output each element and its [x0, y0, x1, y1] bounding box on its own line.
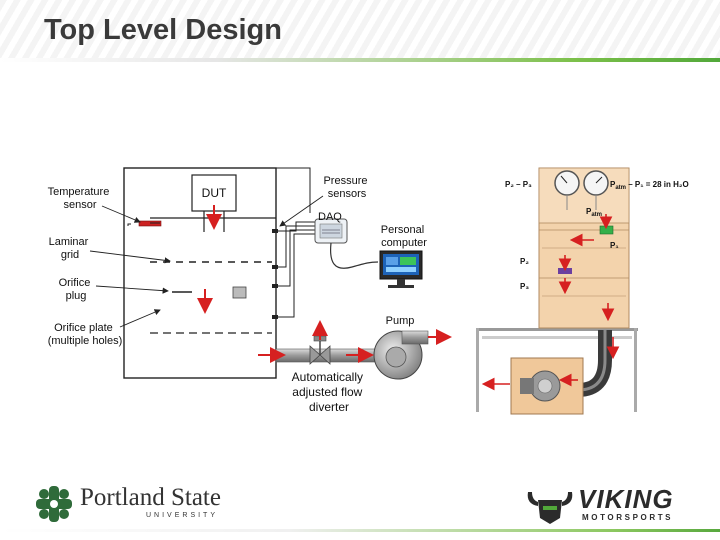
differential-gauge — [554, 170, 580, 196]
footer-divider — [0, 529, 720, 532]
viking-logo: VIKING MOTORSPORTS — [524, 484, 699, 526]
psu-emblem-icon — [36, 486, 72, 522]
personal-computer-label: Personal computer — [381, 224, 428, 249]
viking-name: VIKING — [578, 484, 674, 514]
psu-name: Portland State — [80, 484, 221, 511]
p3-label: P₃ — [520, 282, 529, 291]
personal-computer — [379, 250, 423, 288]
daq-label: DAQ — [318, 211, 342, 223]
dut-label: DUT — [202, 186, 227, 200]
atm-gauge — [583, 170, 609, 196]
pump — [373, 330, 429, 380]
pressure-sensors-label: Pressure sensors — [323, 175, 370, 200]
viking-sub: MOTORSPORTS — [582, 513, 674, 522]
inlet-fitting — [599, 225, 614, 235]
psu-sub: UNIVERSITY — [146, 512, 219, 519]
header-band — [0, 0, 720, 62]
orifice-plug-label: Orifice plug — [59, 277, 94, 302]
p1-label: P₁ — [610, 241, 619, 250]
laminar-grid-label: Laminar grid — [49, 236, 92, 261]
diverter-label: Automatically adjusted flow diverter — [292, 370, 367, 414]
temperature-sensor-label: Temperature sensor — [48, 186, 113, 211]
orifice-plate-label: Orifice plate (multiple holes) — [48, 322, 123, 347]
test-stand-render: P₂ – P₃ Patm – P₁ = 28 in H₂O Patm P₁ P₂… — [476, 167, 689, 415]
orifice-plug — [232, 286, 247, 299]
p2-label: P₂ — [520, 257, 529, 266]
slide-title: Top Level Design — [44, 14, 282, 46]
daq-device — [314, 218, 348, 244]
psu-logo: Portland State UNIVERSITY — [34, 484, 224, 524]
title-divider — [0, 58, 720, 62]
pump-label: Pump — [386, 315, 415, 327]
patm-minus-p1-label: Patm – P₁ = 28 in H₂O — [610, 180, 689, 191]
chamber-box — [123, 167, 277, 379]
patm-label: Patm — [586, 207, 602, 218]
viking-helmet-icon — [527, 492, 573, 524]
p2-minus-p3-label: P₂ – P₃ — [505, 180, 532, 189]
